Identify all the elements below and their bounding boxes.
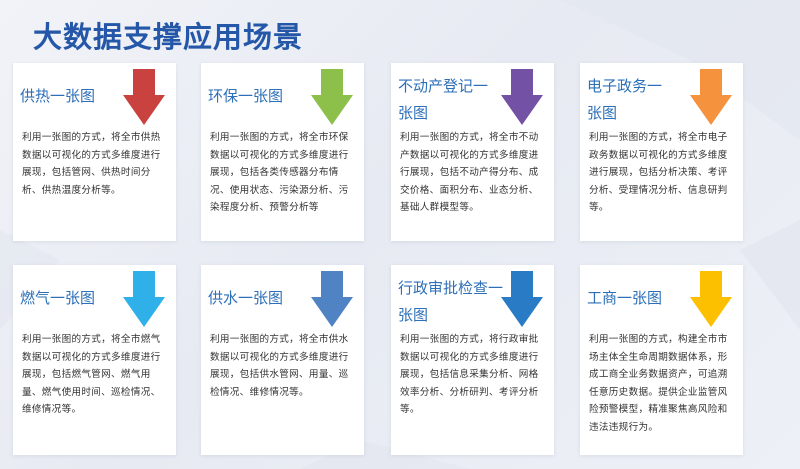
card-title: 供热一张图 <box>20 87 96 105</box>
page-title: 大数据支撑应用场景 <box>33 20 304 54</box>
card-title: 不动产登记一张图 <box>398 77 489 122</box>
card-title: 电子政务一张图 <box>587 77 663 122</box>
down-arrow-icon <box>501 271 543 327</box>
down-arrow-icon <box>690 69 732 125</box>
down-arrow-icon <box>311 271 353 327</box>
down-arrow-icon <box>690 271 732 327</box>
card-industry-commerce[interactable]: 工商一张图 利用一张图的方式，构建全市市场主体全生命周期数据体系，形成工商全业务… <box>580 265 743 455</box>
card-description: 利用一张图的方式，将全市供热数据以可视化的方式多维度进行展现，包括管网、供热时间… <box>22 132 161 196</box>
card-environment[interactable]: 环保一张图 利用一张图的方式，将全市环保数据以可视化的方式多维度进行展现，包括各… <box>201 63 364 241</box>
card-description: 利用一张图的方式，将行政审批数据以可视化的方式多维度进行展现，包括信息采集分析、… <box>400 334 539 416</box>
card-heating[interactable]: 供热一张图 利用一张图的方式，将全市供热数据以可视化的方式多维度进行展现，包括管… <box>13 63 176 241</box>
card-e-government[interactable]: 电子政务一张图 利用一张图的方式，将全市电子政务数据以可视化的方式多维度进行展现… <box>580 63 743 241</box>
down-arrow-icon <box>311 69 353 125</box>
card-description: 利用一张图的方式，构建全市市场主体全生命周期数据体系，形成工商全业务数据资产，可… <box>589 334 728 433</box>
card-real-estate[interactable]: 不动产登记一张图 利用一张图的方式，将全市不动产数据以可视化的方式多维度进行展现… <box>391 63 554 241</box>
card-title: 环保一张图 <box>208 87 284 105</box>
card-gas[interactable]: 燃气一张图 利用一张图的方式，将全市燃气数据以可视化的方式多维度进行展现，包括燃… <box>13 265 176 455</box>
card-description: 利用一张图的方式，将全市环保数据以可视化的方式多维度进行展现，包括各类传感器分布… <box>210 132 349 214</box>
card-administrative-approval[interactable]: 行政审批检查一张图 利用一张图的方式，将行政审批数据以可视化的方式多维度进行展现… <box>391 265 554 455</box>
card-title: 供水一张图 <box>208 289 284 307</box>
card-title: 燃气一张图 <box>20 289 96 307</box>
card-description: 利用一张图的方式，将全市电子政务数据以可视化的方式多维度进行展现，包括分析决策、… <box>589 132 728 214</box>
card-description: 利用一张图的方式，将全市供水数据以可视化的方式多维度进行展现，包括供水管网、用量… <box>210 334 349 398</box>
down-arrow-icon <box>123 69 165 125</box>
card-description: 利用一张图的方式，将全市不动产数据以可视化的方式多维度进行展现，包括不动产得分布… <box>400 132 539 214</box>
card-title: 工商一张图 <box>587 289 663 307</box>
down-arrow-icon <box>123 271 165 327</box>
card-title: 行政审批检查一张图 <box>398 279 504 324</box>
down-arrow-icon <box>501 69 543 125</box>
card-water[interactable]: 供水一张图 利用一张图的方式，将全市供水数据以可视化的方式多维度进行展现，包括供… <box>201 265 364 455</box>
card-description: 利用一张图的方式，将全市燃气数据以可视化的方式多维度进行展现，包括燃气管网、燃气… <box>22 334 161 416</box>
